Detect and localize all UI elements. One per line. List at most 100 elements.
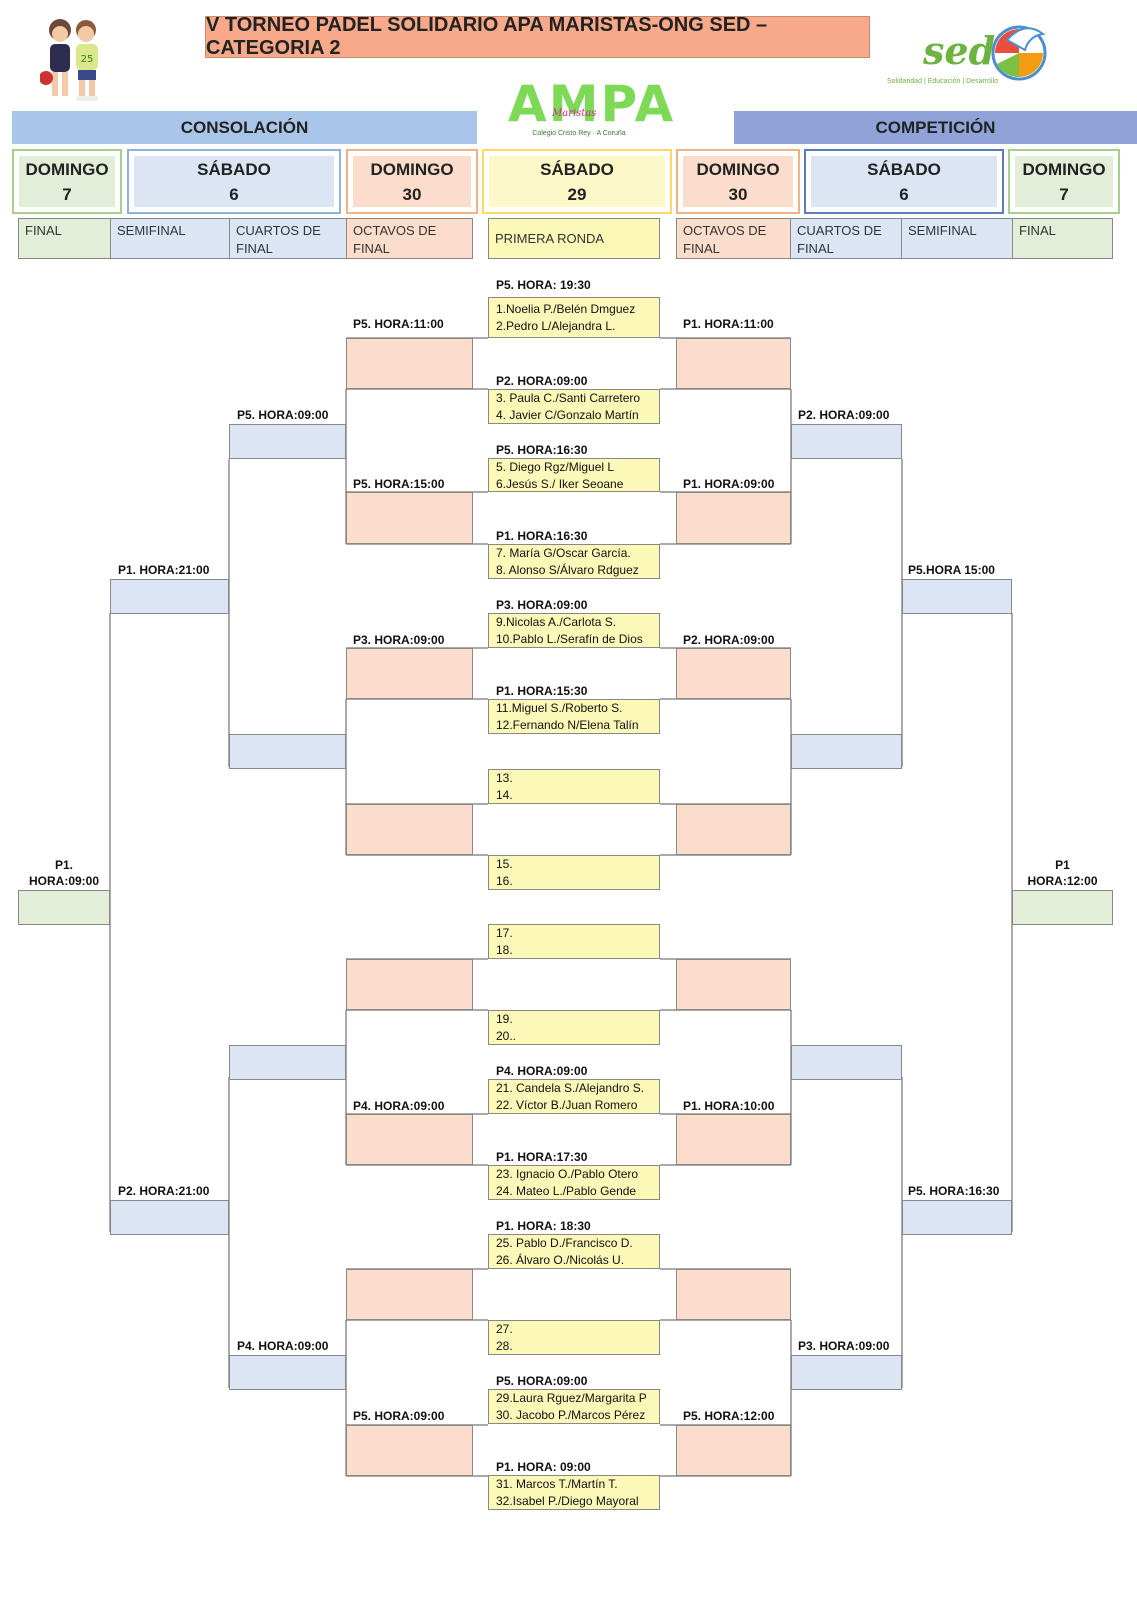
team-line: 12.Fernando N/Elena Talín <box>496 718 639 732</box>
team-line: 30. Jacobo P./Marcos Pérez <box>496 1408 646 1422</box>
slot-octavos-consolacion <box>346 648 473 699</box>
slot-octavos-competicion <box>676 648 791 699</box>
slot-octavos-consolacion <box>346 959 473 1010</box>
day-number: 6 <box>229 184 239 204</box>
match-label: P5. HORA:16:30 <box>908 1184 1000 1198</box>
match-label: P5. HORA:09:00 <box>237 408 329 422</box>
match-label: P3. HORA:09:00 <box>798 1339 890 1353</box>
match-header: P2. HORA:09:00 <box>496 374 588 388</box>
slot-octavos-competicion <box>676 804 791 855</box>
round-label-octavos-competicion: OCTAVOS DE FINAL <box>676 218 791 259</box>
slot-cuartos-competicion <box>791 1355 902 1390</box>
match-header: P5. HORA: 19:30 <box>496 278 591 292</box>
team-line: 15. <box>496 857 513 871</box>
match-box: 3. Paula C./Santi Carretero 4. Javier C/… <box>488 389 660 424</box>
team-line: 28. <box>496 1339 513 1353</box>
match-label: P4. HORA:09:00 <box>237 1339 329 1353</box>
match-box: 19. 20.. <box>488 1010 660 1045</box>
team-line: 13. <box>496 771 513 785</box>
team-line: 11.Miguel S./Roberto S. <box>496 701 623 715</box>
consolacion-header: CONSOLACIÓN <box>12 111 477 144</box>
team-line: 3. Paula C./Santi Carretero <box>496 391 641 405</box>
day-number: 29 <box>567 184 587 204</box>
slot-cuartos-competicion <box>791 734 902 769</box>
page-title: V TORNEO PADEL SOLIDARIO APA MARISTAS-ON… <box>205 14 870 59</box>
round-label-final-competicion: FINAL <box>1012 218 1113 259</box>
match-header: P4. HORA:09:00 <box>496 1064 588 1078</box>
slot-semifinal-competicion <box>902 1200 1012 1235</box>
ampa-logo-script: Maristas <box>552 108 597 119</box>
match-box: 23. Ignacio O./Pablo Otero 24. Mateo L./… <box>488 1165 660 1200</box>
day-number: 30 <box>728 184 748 204</box>
ampa-logo-text: AMPA <box>508 75 676 133</box>
slot-cuartos-consolacion <box>229 1355 346 1390</box>
slot-cuartos-competicion <box>791 1045 902 1080</box>
day-header-final-competicion: DOMINGO 7 <box>1008 149 1120 214</box>
day-number: 7 <box>1059 184 1069 204</box>
team-line: 10.Pablo L./Serafín de Dios <box>496 632 643 646</box>
team-line: 24. Mateo L./Pablo Gende <box>496 1184 637 1198</box>
day-name: DOMINGO <box>696 159 780 179</box>
match-label: P2. HORA:21:00 <box>118 1184 210 1198</box>
team-line: 23. Ignacio O./Pablo Otero <box>496 1167 639 1181</box>
kids-mascot-logo: 25 <box>39 12 110 102</box>
slot-cuartos-consolacion <box>229 1045 346 1080</box>
match-label: P1. HORA:11:00 <box>683 317 774 331</box>
team-line: 5. Diego Rgz/Miguel L <box>496 460 615 474</box>
match-box: 17. 18. <box>488 924 660 959</box>
match-label: P5. HORA:11:00 <box>353 317 444 331</box>
match-header: P1. HORA:16:30 <box>496 529 588 543</box>
slot-final-consolacion <box>18 890 110 925</box>
ampa-logo: AMPA Maristas Colegio Cristo Rey · A Cor… <box>508 75 676 142</box>
slot-semifinal-consolacion <box>110 1200 229 1235</box>
day-header-octavos-consolacion: DOMINGO 30 <box>346 149 478 214</box>
match-box: 11.Miguel S./Roberto S. 12.Fernando N/El… <box>488 699 660 734</box>
day-name: SÁBADO <box>867 159 941 179</box>
competicion-header: COMPETICIÓN <box>734 111 1137 144</box>
match-box: 9.Nicolas A./Carlota S. 10.Pablo L./Sera… <box>488 613 660 648</box>
day-number: 30 <box>402 184 422 204</box>
match-label: HORA:09:00 <box>28 874 100 888</box>
slot-cuartos-competicion <box>791 424 902 459</box>
slot-semifinal-competicion <box>902 579 1012 614</box>
day-header-octavos-competicion: DOMINGO 30 <box>676 149 800 214</box>
match-header: P1. HORA: 09:00 <box>496 1460 591 1474</box>
day-name: DOMINGO <box>370 159 454 179</box>
sed-logo-text: sed <box>923 28 996 73</box>
team-line: 2.Pedro L/Alejandra L. <box>496 319 616 333</box>
match-box: 27. 28. <box>488 1320 660 1355</box>
match-label: P4. HORA:09:00 <box>353 1099 445 1113</box>
day-name: DOMINGO <box>1022 159 1106 179</box>
match-label: P2. HORA:09:00 <box>798 408 890 422</box>
team-line: 1.Noelia P./Belén Dmguez <box>496 302 636 316</box>
round-label-octavos-consolacion: OCTAVOS DE FINAL <box>346 218 473 259</box>
slot-octavos-competicion <box>676 1114 791 1165</box>
team-line: 6.Jesús S./ Iker Seoane <box>496 477 624 491</box>
slot-octavos-consolacion <box>346 804 473 855</box>
team-line: 19. <box>496 1012 513 1026</box>
slot-octavos-consolacion <box>346 338 473 389</box>
slot-octavos-competicion <box>676 959 791 1010</box>
slot-octavos-competicion <box>676 1269 791 1320</box>
slot-octavos-competicion <box>676 492 791 544</box>
match-label: P1. HORA:21:00 <box>118 563 210 577</box>
match-box: 7. María G/Oscar García. 8. Alonso S/Álv… <box>488 544 660 579</box>
match-label: P5. HORA:15:00 <box>353 477 445 491</box>
match-header: P5. HORA:09:00 <box>496 1374 588 1388</box>
match-header: P1. HORA:17:30 <box>496 1150 588 1164</box>
slot-octavos-consolacion <box>346 1269 473 1320</box>
team-line: 31. Marcos T./Martín T. <box>496 1477 618 1491</box>
slot-octavos-competicion <box>676 1425 791 1476</box>
day-name: SÁBADO <box>540 159 614 179</box>
day-number: 7 <box>62 184 72 204</box>
round-label-final-consolacion: FINAL <box>18 218 111 259</box>
match-label: P2. HORA:09:00 <box>683 633 775 647</box>
match-header: P1. HORA: 18:30 <box>496 1219 591 1233</box>
round-label-cuartos-competicion: CUARTOS DE FINAL <box>790 218 902 259</box>
match-header: P1. HORA:15:30 <box>496 684 588 698</box>
match-box: 25. Pablo D./Francisco D. 26. Álvaro O./… <box>488 1234 660 1269</box>
svg-text:25: 25 <box>81 54 94 65</box>
round-label-semifinal-competicion: SEMIFINAL <box>901 218 1013 259</box>
